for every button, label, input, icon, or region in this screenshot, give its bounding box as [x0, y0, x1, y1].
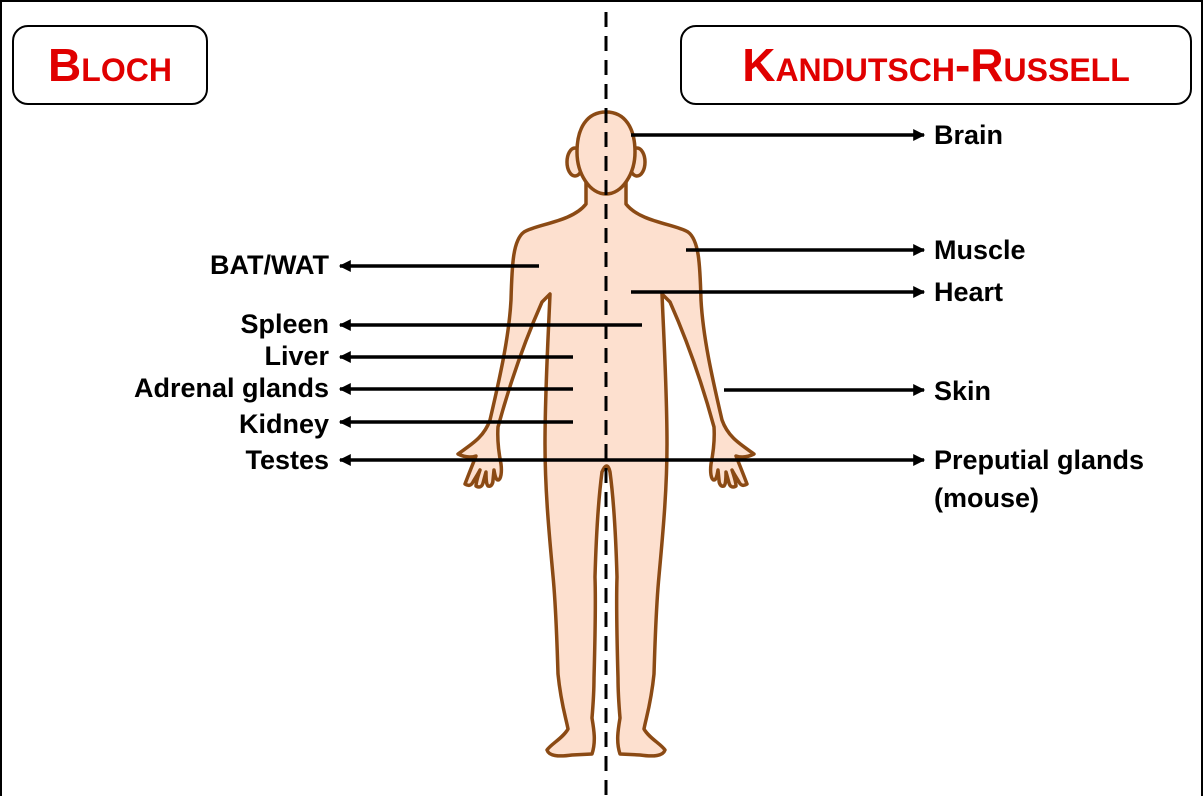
kandutsch-russell-pathway-title: Kandutsch-Russell	[742, 42, 1130, 88]
bloch-pathway-title: Bloch	[48, 42, 172, 88]
organ-label-muscle: Muscle	[934, 235, 1026, 265]
kandutsch-russell-pathway-box: Kandutsch-Russell	[680, 25, 1192, 105]
bloch-pathway-box: Bloch	[12, 25, 208, 105]
organ-label-adrenal-glands: Adrenal glands	[134, 373, 329, 403]
organ-label-testes: Testes	[245, 445, 329, 475]
organ-label-spleen: Spleen	[240, 309, 329, 339]
organ-label-preputial-glands: Preputial glands	[934, 445, 1144, 475]
organ-label-preputial-species: (mouse)	[934, 483, 1039, 513]
organ-label-bat-wat: BAT/WAT	[210, 250, 329, 280]
organ-label-kidney: Kidney	[239, 409, 329, 439]
organ-label-heart: Heart	[934, 277, 1003, 307]
organ-label-skin: Skin	[934, 376, 991, 406]
organ-label-liver: Liver	[264, 341, 329, 371]
organ-label-brain: Brain	[934, 120, 1003, 150]
